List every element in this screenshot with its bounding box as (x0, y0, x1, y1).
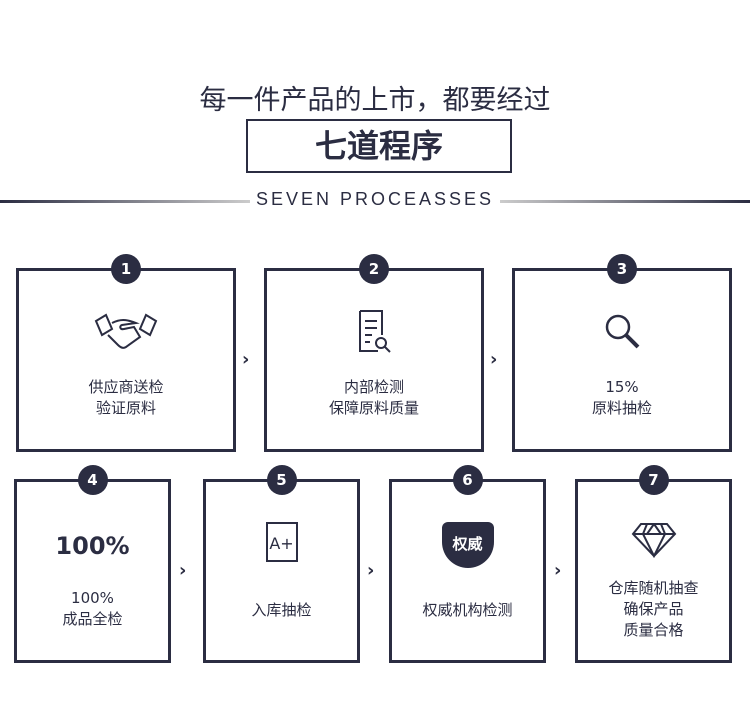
a-plus-document-icon: A+ (206, 522, 357, 562)
step-card-1: 1 供应商送检验证原料 (16, 254, 236, 452)
step-number: 5 (266, 465, 297, 495)
step-label: 成品全检 (62, 610, 123, 628)
divider-right (500, 200, 750, 203)
step-label: 验证原料 (95, 399, 156, 417)
step-card-5: 5 A+ 入库抽检 (203, 465, 360, 663)
english-subtitle: SEVEN PROCEASSES (0, 189, 750, 210)
step-number: 3 (607, 254, 637, 284)
step-label: 原料抽检 (591, 399, 652, 417)
step-label: 权威机构检测 (422, 601, 513, 619)
step-card-7: 7 仓库随机抽查确保产品质量合格 (575, 465, 732, 663)
step-card-3: 3 15% 原料抽检 (512, 254, 732, 452)
diamond-icon (578, 522, 729, 562)
step-label: 仓库随机抽查 (608, 579, 699, 597)
step-number: 2 (359, 254, 389, 284)
100-percent-icon: 100% (55, 532, 130, 560)
step-label: 供应商送检 (88, 378, 164, 396)
step-card-2: 2 内部检测保障原料质量 (264, 254, 484, 452)
shield-badge-icon: 权威 (392, 522, 543, 568)
arrow-icon: › (367, 560, 375, 581)
handshake-icon (19, 311, 233, 359)
arrow-icon: › (179, 560, 187, 581)
arrow-icon: › (242, 349, 250, 370)
page-title: 七道程序 (246, 119, 512, 173)
divider-left (0, 200, 250, 203)
step-number: 4 (77, 465, 108, 495)
subtitle: 每一件产品的上市，都要经过 (199, 85, 551, 116)
step-label: 质量合格 (623, 621, 684, 639)
step-label: 保障原料质量 (328, 399, 419, 417)
step-number: 7 (638, 465, 669, 495)
step-label: 确保产品 (623, 600, 684, 618)
document-search-icon (267, 309, 481, 359)
step-number: 6 (452, 465, 483, 495)
step-card-4: 4 100% 100% 成品全检 (14, 465, 171, 663)
step-card-6: 6 权威 权威机构检测 (389, 465, 546, 663)
arrow-icon: › (554, 560, 562, 581)
arrow-icon: › (490, 349, 498, 370)
step-label: 100% (71, 589, 114, 607)
step-label: 入库抽检 (251, 601, 312, 619)
step-number: 1 (111, 254, 141, 284)
step-label: 内部检测 (343, 378, 404, 396)
step-label: 15% (605, 378, 639, 396)
magnifier-icon (515, 311, 729, 355)
